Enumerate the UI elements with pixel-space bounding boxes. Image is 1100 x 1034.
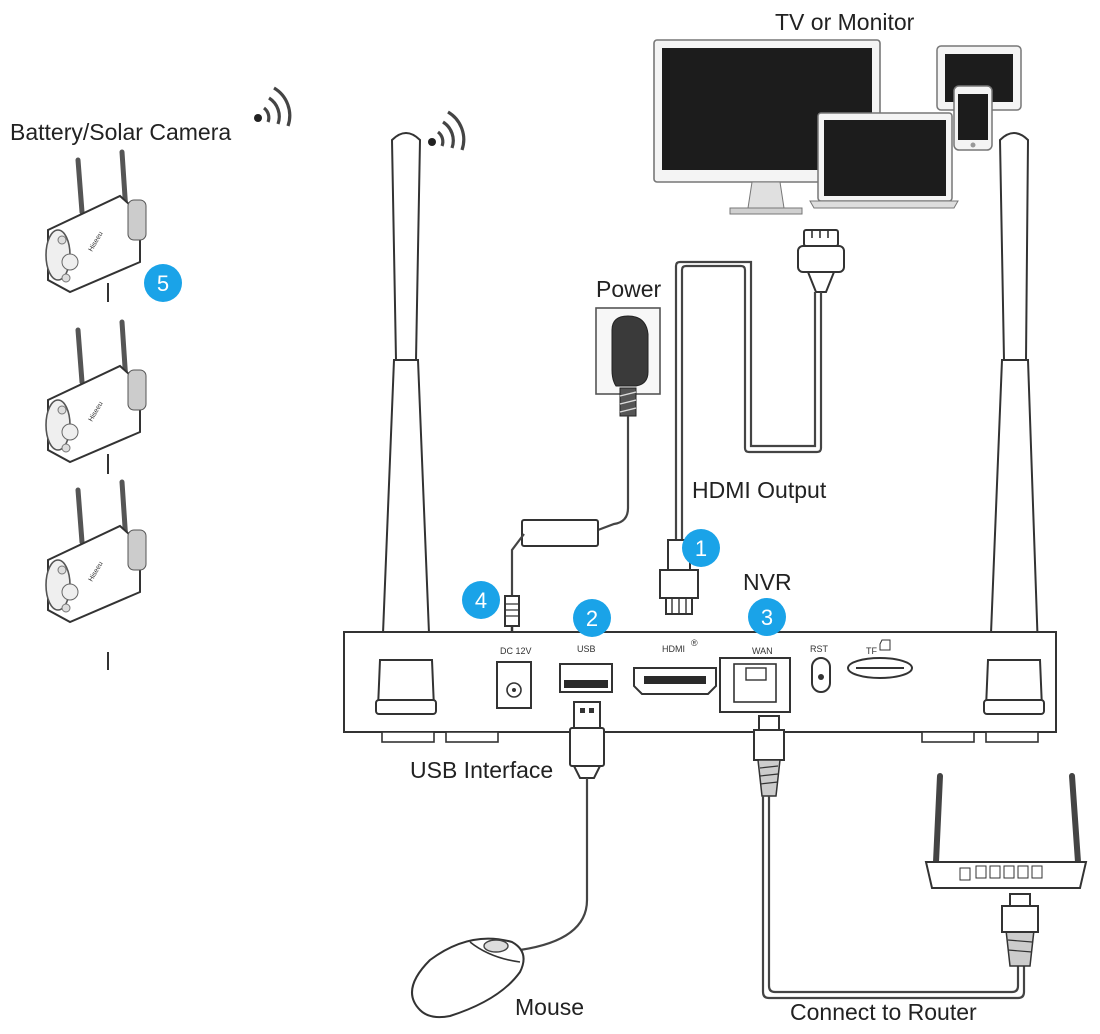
svg-text:4: 4 bbox=[475, 588, 487, 613]
power-brick bbox=[521, 519, 599, 547]
usb-plug-icon bbox=[569, 701, 605, 779]
hdmi-cable-edge bbox=[674, 260, 817, 540]
camera-icon: Hiseeu bbox=[45, 149, 147, 294]
svg-text:5: 5 bbox=[157, 271, 169, 296]
hdmi-plug-icon bbox=[797, 229, 845, 293]
antenna-icon bbox=[983, 132, 1045, 715]
port-label-hdmi-mark: ® bbox=[691, 638, 698, 648]
power-adapter-icon bbox=[595, 307, 661, 417]
port-label-wan: WAN bbox=[752, 646, 773, 656]
usb-port bbox=[559, 663, 613, 693]
power-label: Power bbox=[596, 276, 662, 302]
camera-label: Battery/Solar Camera bbox=[10, 119, 231, 145]
power-cable bbox=[510, 533, 525, 598]
camera-icon: Hiseeu bbox=[45, 319, 147, 464]
connect-to-router-label: Connect to Router bbox=[790, 999, 977, 1025]
mouse-cable bbox=[519, 778, 589, 952]
mouse-icon bbox=[411, 937, 525, 1019]
ethernet-cable-edge bbox=[761, 796, 1026, 1000]
port-label-dc12v: DC 12V bbox=[500, 646, 532, 656]
hdmi-port bbox=[633, 667, 717, 695]
hdmi-cable bbox=[680, 264, 823, 540]
ethernet-plug-icon bbox=[753, 715, 785, 797]
step-badge-4: 4 bbox=[462, 581, 500, 619]
step-badge-2: 2 bbox=[573, 599, 611, 637]
wifi-icon bbox=[254, 86, 292, 127]
step-badge-5: 5 bbox=[144, 264, 182, 302]
port-label-usb: USB bbox=[577, 644, 596, 654]
mouse-label: Mouse bbox=[515, 994, 584, 1020]
antenna-icon bbox=[375, 132, 437, 715]
laptop-icon bbox=[809, 112, 959, 209]
phone-icon bbox=[953, 85, 993, 151]
wifi-icon bbox=[428, 110, 466, 151]
port-label-hdmi: HDMI bbox=[662, 644, 685, 654]
hdmi-output-label: HDMI Output bbox=[692, 477, 827, 503]
step-badge-3: 3 bbox=[748, 598, 786, 636]
wan-port bbox=[719, 657, 791, 713]
usb-interface-label: USB Interface bbox=[410, 757, 553, 783]
step-badge-1: 1 bbox=[682, 529, 720, 567]
ethernet-plug-icon bbox=[1001, 893, 1039, 967]
camera-icon: Hiseeu bbox=[45, 479, 147, 624]
reset-button bbox=[811, 657, 831, 693]
svg-text:3: 3 bbox=[761, 605, 773, 630]
tf-card-slot bbox=[847, 657, 913, 679]
port-label-tf: TF bbox=[866, 646, 877, 656]
svg-text:1: 1 bbox=[695, 536, 707, 561]
ethernet-cable bbox=[767, 796, 1020, 994]
tv-or-monitor-label: TV or Monitor bbox=[775, 9, 915, 35]
dc-power-port bbox=[496, 661, 532, 709]
nvr-label: NVR bbox=[743, 569, 792, 595]
dc-plug bbox=[504, 595, 520, 627]
power-cable bbox=[597, 416, 630, 532]
port-label-rst: RST bbox=[810, 644, 829, 654]
router-icon bbox=[924, 773, 1088, 889]
svg-text:2: 2 bbox=[586, 606, 598, 631]
